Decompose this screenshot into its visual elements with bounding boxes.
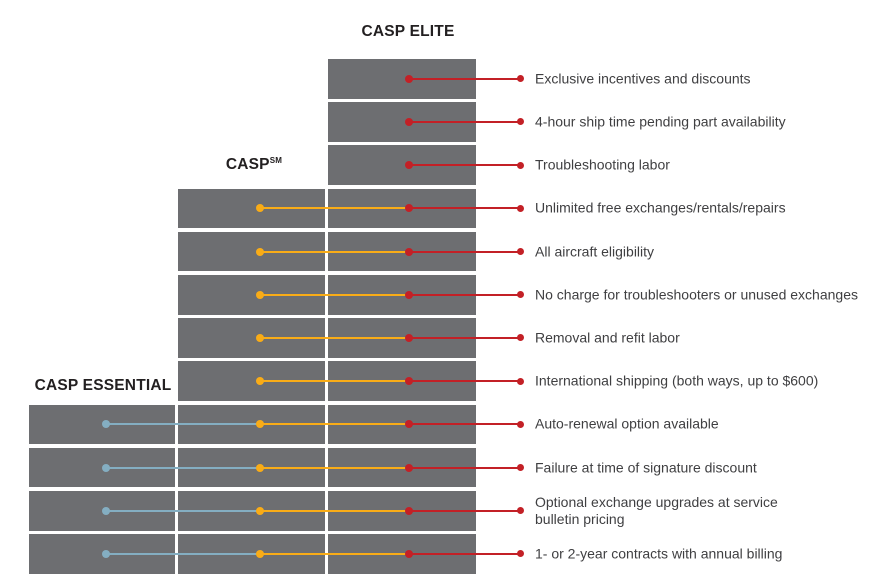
feature-row: All aircraft eligibility: [0, 231, 873, 272]
tier-dot-casp: [256, 333, 264, 342]
tier-dot-elite: [405, 117, 413, 126]
feature-row: International shipping (both ways, up to…: [0, 361, 873, 401]
tier-dot-essential: [102, 463, 110, 472]
label-end-dot: [516, 161, 524, 169]
tier-dot-casp: [256, 290, 264, 299]
label-end-dot: [516, 75, 524, 83]
feature-row: No charge for troubleshooters or unused …: [0, 275, 873, 315]
label-end-dot: [516, 118, 524, 126]
connector-line-essential: [106, 466, 260, 469]
connector-line-elite: [409, 509, 520, 512]
tier-dot-casp: [256, 506, 264, 515]
connector-line-casp: [260, 423, 409, 426]
connector-line-elite: [409, 423, 520, 426]
feature-label: Optional exchange upgrades at service bu…: [535, 493, 778, 527]
tier-title-casp: CASPSM: [178, 156, 330, 174]
feature-label: All aircraft eligibility: [535, 243, 655, 260]
label-end-dot: [516, 204, 524, 212]
connector-line-elite: [409, 207, 520, 210]
tier-dot-elite: [405, 161, 413, 170]
tier-dot-casp: [256, 463, 264, 472]
connector-line-elite: [409, 77, 520, 80]
feature-label: 1- or 2-year contracts with annual billi…: [535, 545, 783, 562]
tier-dot-essential: [102, 549, 110, 558]
label-end-dot: [516, 334, 524, 342]
feature-label: Auto-renewal option available: [535, 415, 719, 432]
tier-dot-elite: [405, 549, 413, 558]
tier-dot-elite: [405, 290, 413, 299]
feature-label: Removal and refit labor: [535, 329, 680, 346]
feature-label: 4-hour ship time pending part availabili…: [535, 113, 786, 130]
connector-line-casp: [260, 207, 409, 210]
label-end-dot: [516, 464, 524, 472]
feature-row: Exclusive incentives and discounts: [0, 59, 873, 99]
feature-label: Unlimited free exchanges/rentals/repairs: [535, 199, 786, 216]
feature-row: Auto-renewal option available: [0, 404, 873, 445]
tier-dot-elite: [405, 74, 413, 83]
connector-line-elite: [409, 552, 520, 555]
feature-row: 1- or 2-year contracts with annual billi…: [0, 534, 873, 574]
feature-label: Failure at time of signature discount: [535, 459, 757, 476]
tier-dot-casp: [256, 377, 264, 386]
label-end-dot: [516, 550, 524, 558]
tier-dot-elite: [405, 463, 413, 472]
connector-line-elite: [409, 380, 520, 383]
connector-line-casp: [260, 509, 409, 512]
feature-row: Removal and refit labor: [0, 318, 873, 358]
tier-dot-elite: [405, 247, 413, 256]
tier-title-essential: CASP ESSENTIAL: [34, 377, 172, 394]
tier-title-casp-text: CASP: [225, 156, 270, 173]
connector-line-elite: [409, 250, 520, 253]
tier-dot-elite: [405, 420, 413, 429]
tier-dot-elite: [405, 506, 413, 515]
tier-dot-elite: [405, 204, 413, 213]
connector-line-casp: [260, 380, 409, 383]
feature-row: 4-hour ship time pending part availabili…: [0, 102, 873, 142]
connector-line-elite: [409, 293, 520, 296]
tier-dot-casp: [256, 204, 264, 213]
connector-line-elite: [409, 164, 520, 167]
tier-dot-essential: [102, 420, 110, 429]
label-end-dot: [516, 507, 524, 515]
tier-dot-casp: [256, 247, 264, 256]
connector-line-elite: [409, 120, 520, 123]
feature-row: Troubleshooting labor: [0, 145, 873, 185]
feature-label: Troubleshooting labor: [535, 156, 670, 173]
label-end-dot: [516, 420, 524, 428]
connector-line-casp: [260, 336, 409, 339]
feature-row: Optional exchange upgrades at service bu…: [0, 491, 873, 531]
connector-line-casp: [260, 466, 409, 469]
feature-label: International shipping (both ways, up to…: [535, 372, 819, 389]
tier-title-casp-superscript: SM: [269, 155, 283, 165]
tier-dot-elite: [405, 333, 413, 342]
tier-title-elite: CASP ELITE: [361, 23, 455, 40]
tier-dot-casp: [256, 549, 264, 558]
feature-row: Unlimited free exchanges/rentals/repairs: [0, 188, 873, 229]
label-end-dot: [516, 377, 524, 385]
tier-dot-essential: [102, 506, 110, 515]
label-end-dot: [516, 248, 524, 256]
connector-line-essential: [106, 509, 260, 512]
label-end-dot: [516, 291, 524, 299]
connector-line-essential: [106, 552, 260, 555]
connector-line-elite: [409, 466, 520, 469]
tier-dot-elite: [405, 377, 413, 386]
connector-line-casp: [260, 552, 409, 555]
connector-line-essential: [106, 423, 260, 426]
feature-label: No charge for troubleshooters or unused …: [535, 286, 858, 303]
feature-label: Exclusive incentives and discounts: [535, 70, 751, 87]
tier-dot-casp: [256, 420, 264, 429]
connector-line-casp: [260, 293, 409, 296]
connector-line-casp: [260, 250, 409, 253]
feature-row: Failure at time of signature discount: [0, 447, 873, 488]
connector-line-elite: [409, 336, 520, 339]
